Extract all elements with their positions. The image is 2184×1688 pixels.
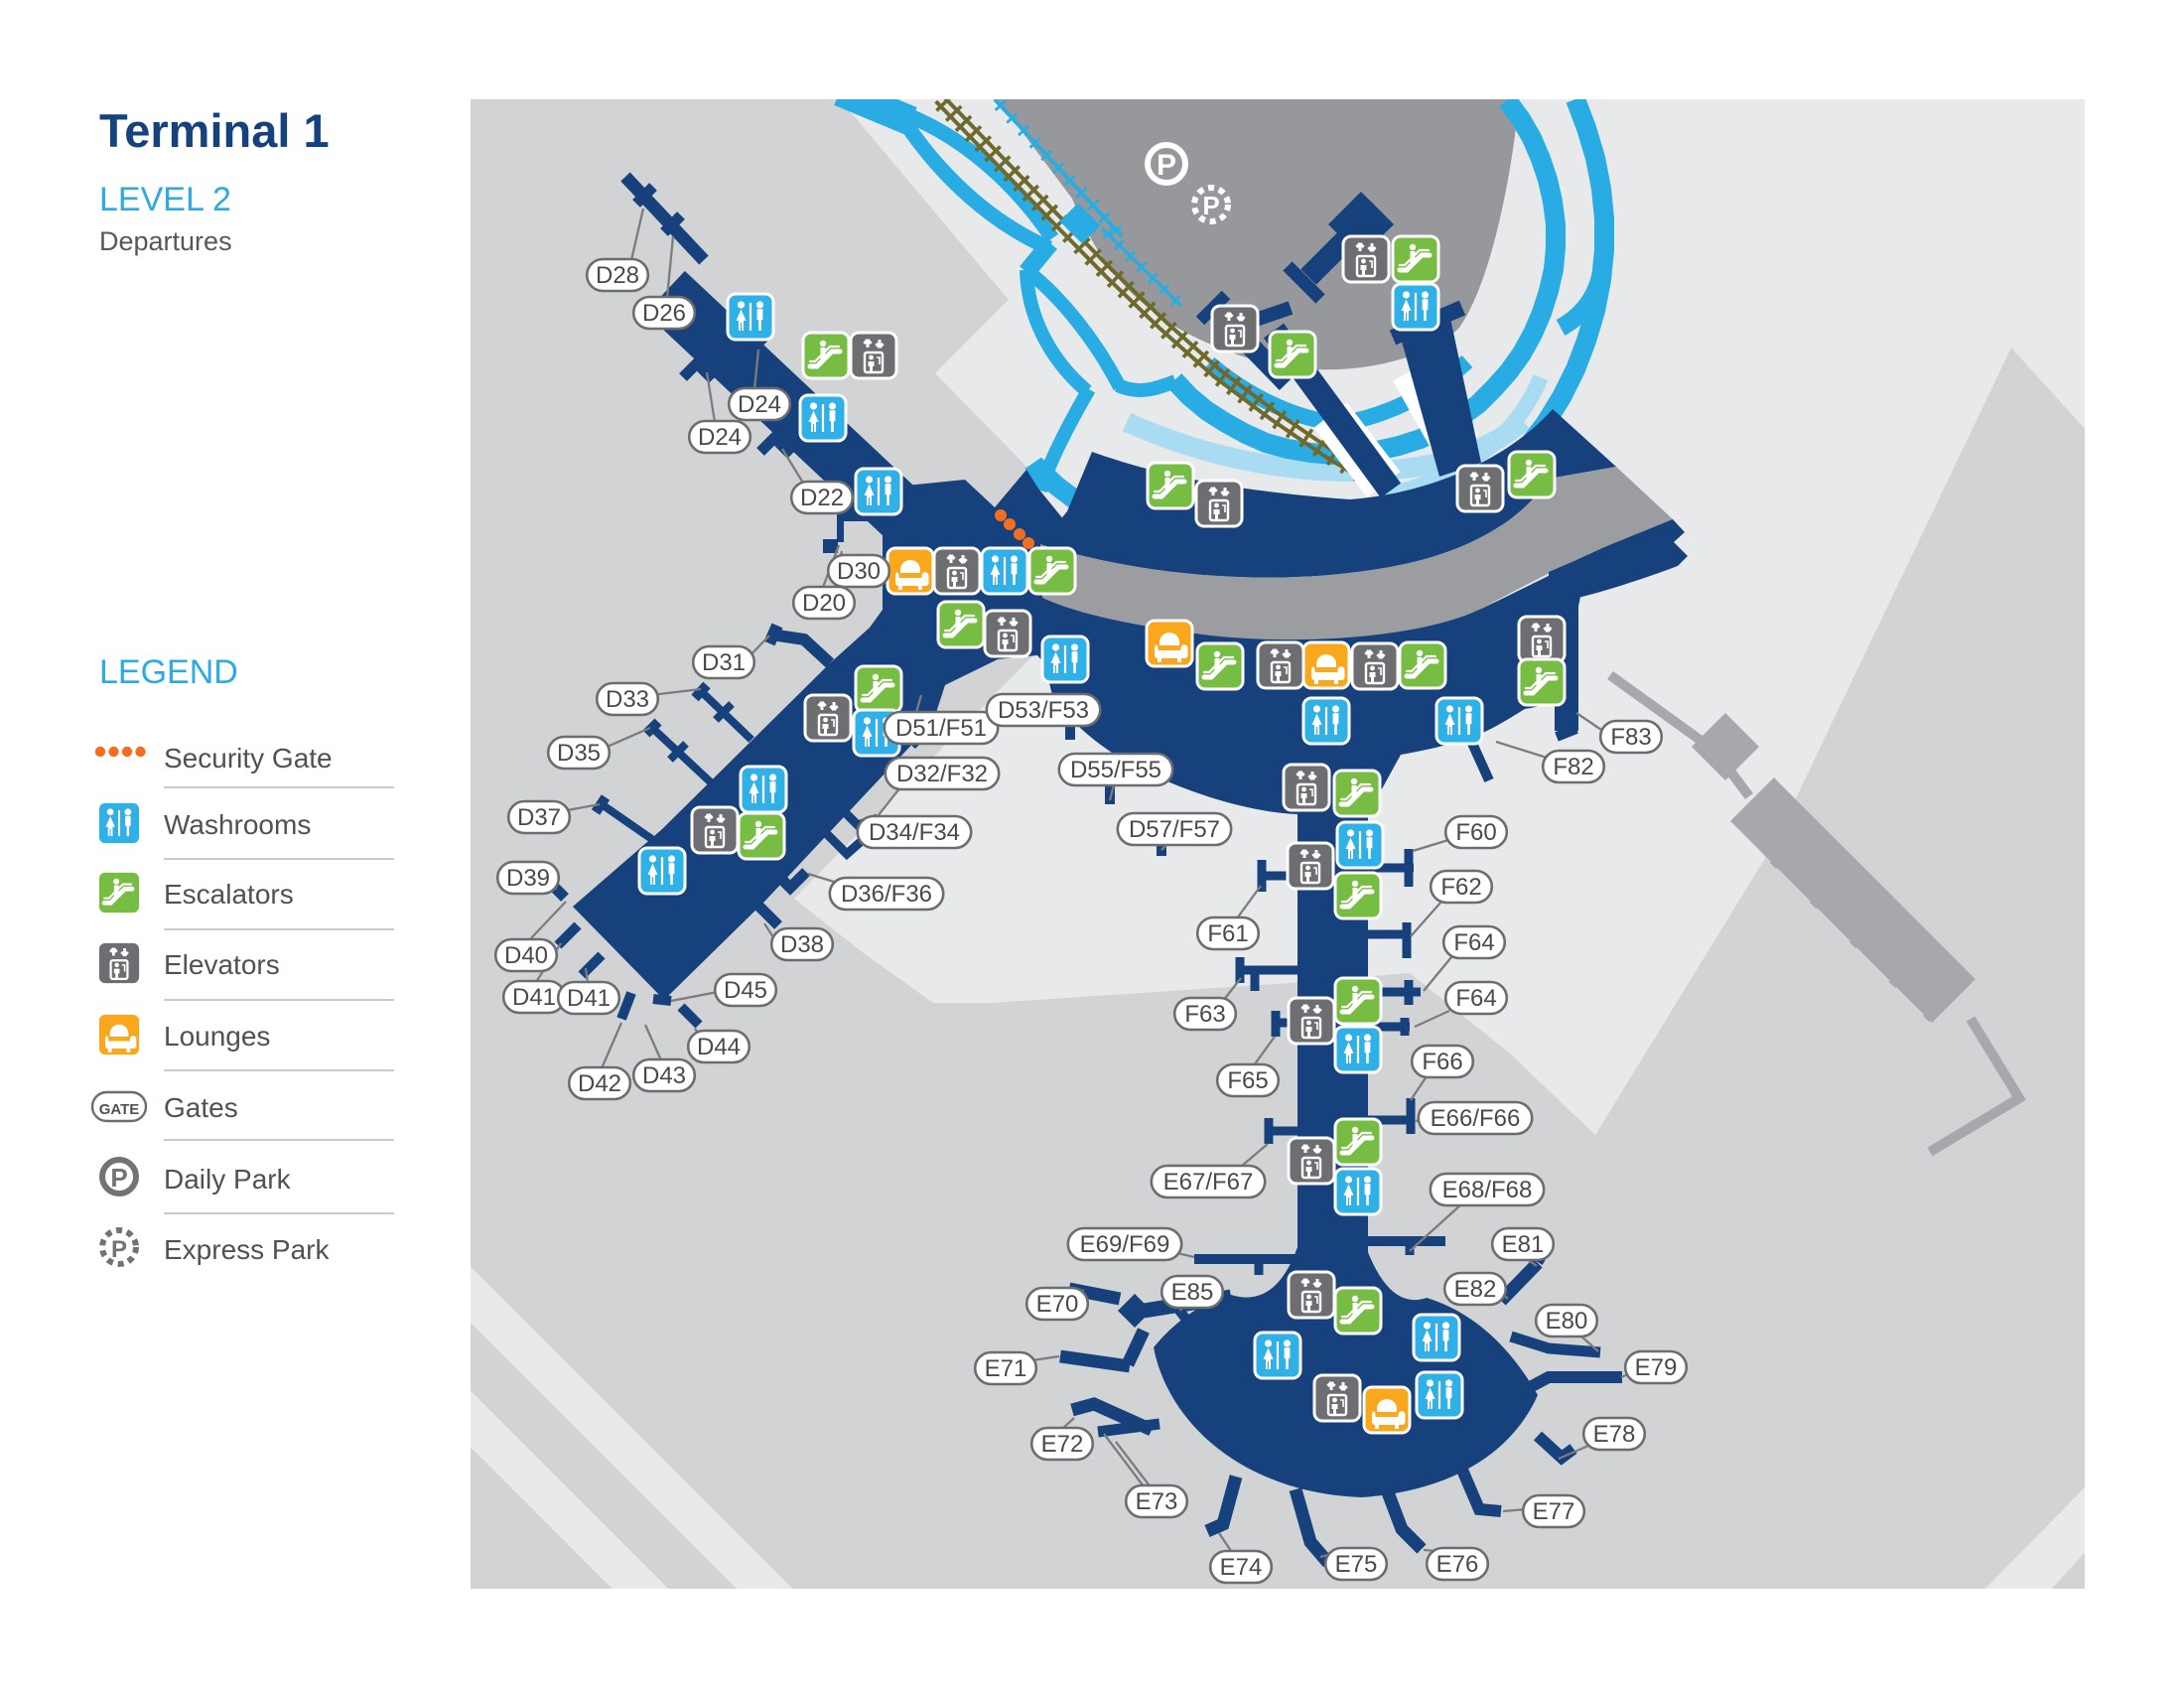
svg-text:E78: E78 xyxy=(1593,1421,1636,1448)
svg-text:E70: E70 xyxy=(1036,1291,1079,1318)
svg-text:E81: E81 xyxy=(1502,1231,1545,1258)
svg-text:E85: E85 xyxy=(1171,1279,1214,1306)
svg-text:D31: D31 xyxy=(702,649,746,676)
svg-text:P: P xyxy=(1157,149,1176,182)
svg-text:D38: D38 xyxy=(780,931,824,958)
svg-text:E79: E79 xyxy=(1635,1354,1678,1381)
svg-text:F62: F62 xyxy=(1440,874,1481,901)
svg-text:Escalators: Escalators xyxy=(164,879,294,910)
svg-text:D42: D42 xyxy=(578,1070,621,1097)
svg-text:Security Gate: Security Gate xyxy=(164,743,333,774)
svg-text:Elevators: Elevators xyxy=(164,949,280,980)
svg-text:F83: F83 xyxy=(1610,724,1651,751)
svg-text:D26: D26 xyxy=(642,300,686,327)
svg-text:Washrooms: Washrooms xyxy=(164,809,311,840)
svg-text:Express Park: Express Park xyxy=(164,1234,330,1265)
svg-text:D32/F32: D32/F32 xyxy=(896,761,988,787)
svg-text:D53/F53: D53/F53 xyxy=(998,697,1089,724)
svg-text:F64: F64 xyxy=(1453,929,1494,956)
svg-text:D24: D24 xyxy=(698,424,742,451)
svg-text:P: P xyxy=(1202,191,1219,220)
svg-text:D51/F51: D51/F51 xyxy=(895,715,987,742)
svg-text:D34/F34: D34/F34 xyxy=(869,819,960,846)
svg-text:E77: E77 xyxy=(1533,1498,1575,1525)
svg-text:D39: D39 xyxy=(506,865,550,892)
svg-text:D28: D28 xyxy=(596,262,639,289)
svg-text:D35: D35 xyxy=(557,740,601,767)
svg-text:E74: E74 xyxy=(1220,1554,1263,1581)
svg-text:F66: F66 xyxy=(1422,1049,1462,1075)
svg-text:D30: D30 xyxy=(837,558,881,585)
svg-text:F63: F63 xyxy=(1184,1001,1225,1028)
svg-text:F64: F64 xyxy=(1455,985,1496,1012)
svg-text:E67/F67: E67/F67 xyxy=(1163,1169,1254,1196)
svg-text:D20: D20 xyxy=(802,590,846,617)
svg-text:D55/F55: D55/F55 xyxy=(1070,757,1161,783)
svg-text:D57/F57: D57/F57 xyxy=(1129,816,1220,843)
svg-text:LEVEL 2: LEVEL 2 xyxy=(99,181,231,218)
svg-text:LEGEND: LEGEND xyxy=(99,653,238,691)
svg-text:F65: F65 xyxy=(1227,1067,1268,1094)
svg-text:E75: E75 xyxy=(1335,1551,1378,1578)
svg-text:D22: D22 xyxy=(800,485,844,511)
svg-text:D33: D33 xyxy=(606,686,649,713)
svg-text:Lounges: Lounges xyxy=(164,1021,270,1052)
svg-text:E82: E82 xyxy=(1454,1276,1497,1303)
svg-text:Daily Park: Daily Park xyxy=(164,1164,292,1195)
svg-text:E73: E73 xyxy=(1136,1488,1178,1515)
svg-text:D24: D24 xyxy=(738,391,781,418)
svg-text:F60: F60 xyxy=(1455,819,1496,846)
svg-text:F82: F82 xyxy=(1553,754,1593,780)
svg-text:P: P xyxy=(110,1163,127,1193)
svg-text:Departures: Departures xyxy=(99,226,232,256)
svg-text:E80: E80 xyxy=(1546,1308,1588,1335)
svg-text:F61: F61 xyxy=(1207,920,1248,947)
svg-text:E69/F69: E69/F69 xyxy=(1080,1231,1170,1258)
svg-text:E76: E76 xyxy=(1436,1551,1479,1578)
svg-text:D44: D44 xyxy=(697,1034,741,1060)
svg-text:D41: D41 xyxy=(512,984,556,1011)
svg-text:D36/F36: D36/F36 xyxy=(841,881,932,908)
svg-text:E72: E72 xyxy=(1041,1431,1084,1458)
svg-text:D41: D41 xyxy=(567,985,611,1012)
svg-text:P: P xyxy=(111,1236,127,1263)
svg-text:D40: D40 xyxy=(504,942,548,969)
svg-text:D43: D43 xyxy=(642,1062,686,1089)
svg-text:E66/F66: E66/F66 xyxy=(1431,1105,1521,1132)
svg-text:Terminal 1: Terminal 1 xyxy=(99,104,330,157)
svg-text:E71: E71 xyxy=(985,1355,1027,1382)
svg-text:D45: D45 xyxy=(724,977,767,1004)
svg-text:Gates: Gates xyxy=(164,1092,238,1123)
svg-text:E68/F68: E68/F68 xyxy=(1442,1177,1533,1203)
svg-text:D37: D37 xyxy=(517,804,561,831)
svg-text:GATE: GATE xyxy=(99,1101,140,1118)
